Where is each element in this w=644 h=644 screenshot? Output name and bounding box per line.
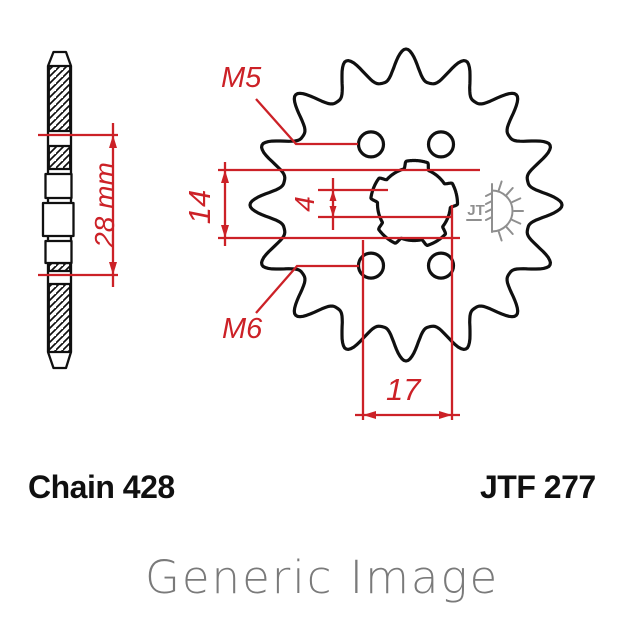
logo-rays [497, 180, 524, 242]
dimension-28mm [38, 123, 118, 287]
jt-logo: JT [466, 180, 524, 242]
m6-leader-line [255, 264, 359, 314]
dimension-17-label: 17 [386, 372, 421, 407]
dimension-14-label: 14 [182, 189, 217, 225]
logo-ray [505, 226, 514, 235]
sprocket-side-view [41, 50, 75, 370]
hatch-section [47, 282, 72, 354]
bolt-hole [426, 251, 456, 280]
hub-box [44, 172, 73, 200]
bolt-hole [426, 130, 456, 159]
logo-ray [511, 197, 522, 204]
part-number-label: JTF 277 [480, 469, 596, 505]
bolt-hole [356, 130, 386, 159]
dimension-4 [318, 178, 452, 230]
hub-box-wide [41, 201, 75, 238]
hatch-section [47, 144, 72, 171]
spline-bore-outline [369, 158, 460, 247]
m6-hole-label: M6 [222, 313, 263, 345]
jt-logo-text: JT [467, 202, 485, 219]
chain-spec-label: Chain 428 [28, 469, 175, 505]
hatch-section [47, 64, 72, 133]
hatch-section [47, 261, 72, 273]
logo-ray [511, 218, 522, 225]
m5-hole-label: M5 [221, 62, 262, 94]
logo-ray [497, 230, 503, 242]
m5-leader-line [255, 98, 358, 146]
dimension-28mm-label: 28 mm [89, 162, 120, 248]
hub-box [44, 239, 73, 265]
sprocket-front-view: JT [248, 47, 564, 363]
logo-half-gear [491, 189, 514, 233]
dimension-17 [355, 205, 460, 420]
logo-ray [505, 187, 514, 196]
dimension-4-label: 4 [289, 196, 320, 212]
dimension-14 [218, 162, 480, 246]
generic-image-watermark: Generic Image [145, 551, 500, 604]
logo-ray [497, 180, 503, 192]
arrow-up [109, 135, 117, 148]
bolt-holes [356, 130, 456, 280]
arrow-down [109, 262, 117, 275]
